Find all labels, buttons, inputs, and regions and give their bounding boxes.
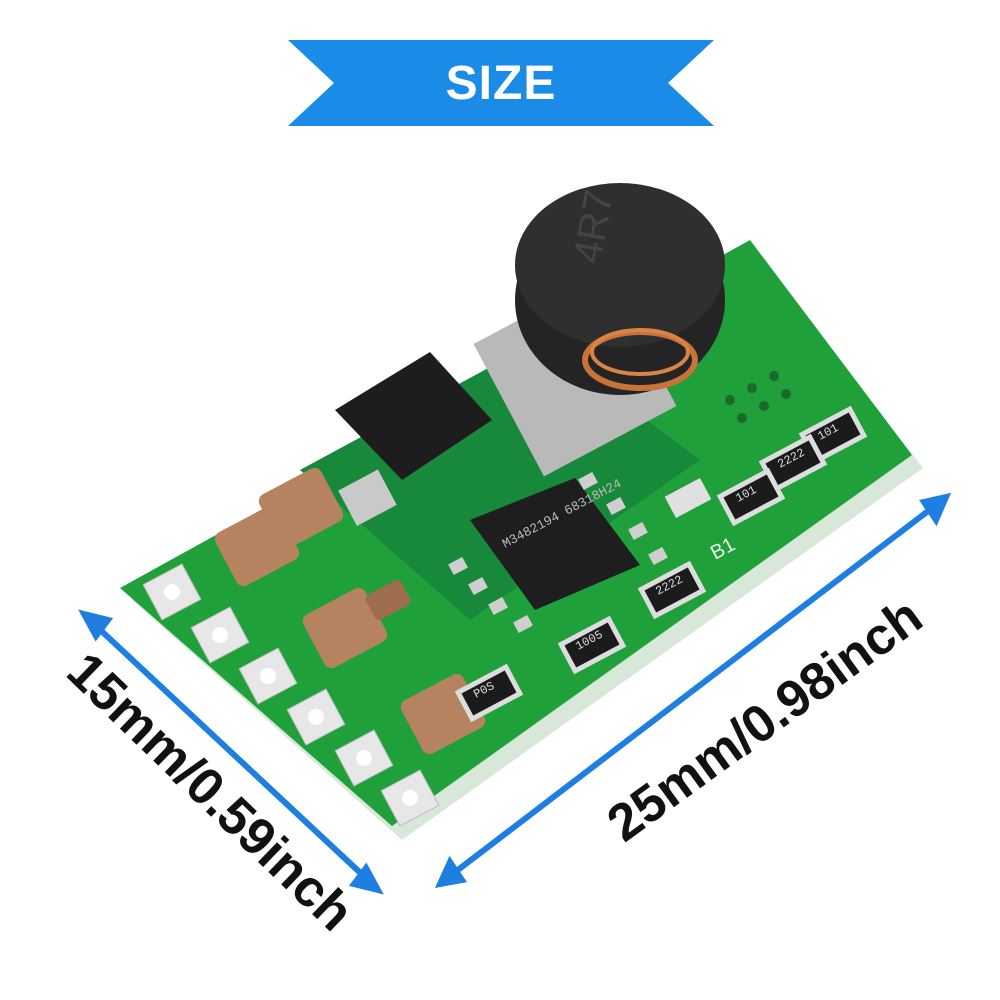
width-arrow-head-right bbox=[919, 492, 952, 527]
inductor-component bbox=[473, 183, 725, 477]
banner-ribbon-shape bbox=[288, 40, 714, 126]
ic-chip bbox=[448, 471, 668, 634]
height-arrow-line bbox=[92, 622, 371, 883]
height-arrow-head-bottom bbox=[348, 862, 384, 895]
width-arrow-head-left bbox=[434, 855, 468, 888]
width-arrow-line bbox=[448, 502, 938, 879]
dimension-arrows bbox=[78, 492, 952, 895]
height-arrow-head-top bbox=[78, 609, 114, 642]
capacitors bbox=[214, 467, 486, 755]
banner-title: SIZE bbox=[445, 56, 557, 110]
size-banner: SIZE bbox=[288, 40, 714, 126]
diode-component bbox=[335, 352, 492, 526]
resistors bbox=[454, 405, 868, 723]
solder-pads bbox=[142, 563, 440, 827]
header-holes bbox=[725, 371, 791, 423]
